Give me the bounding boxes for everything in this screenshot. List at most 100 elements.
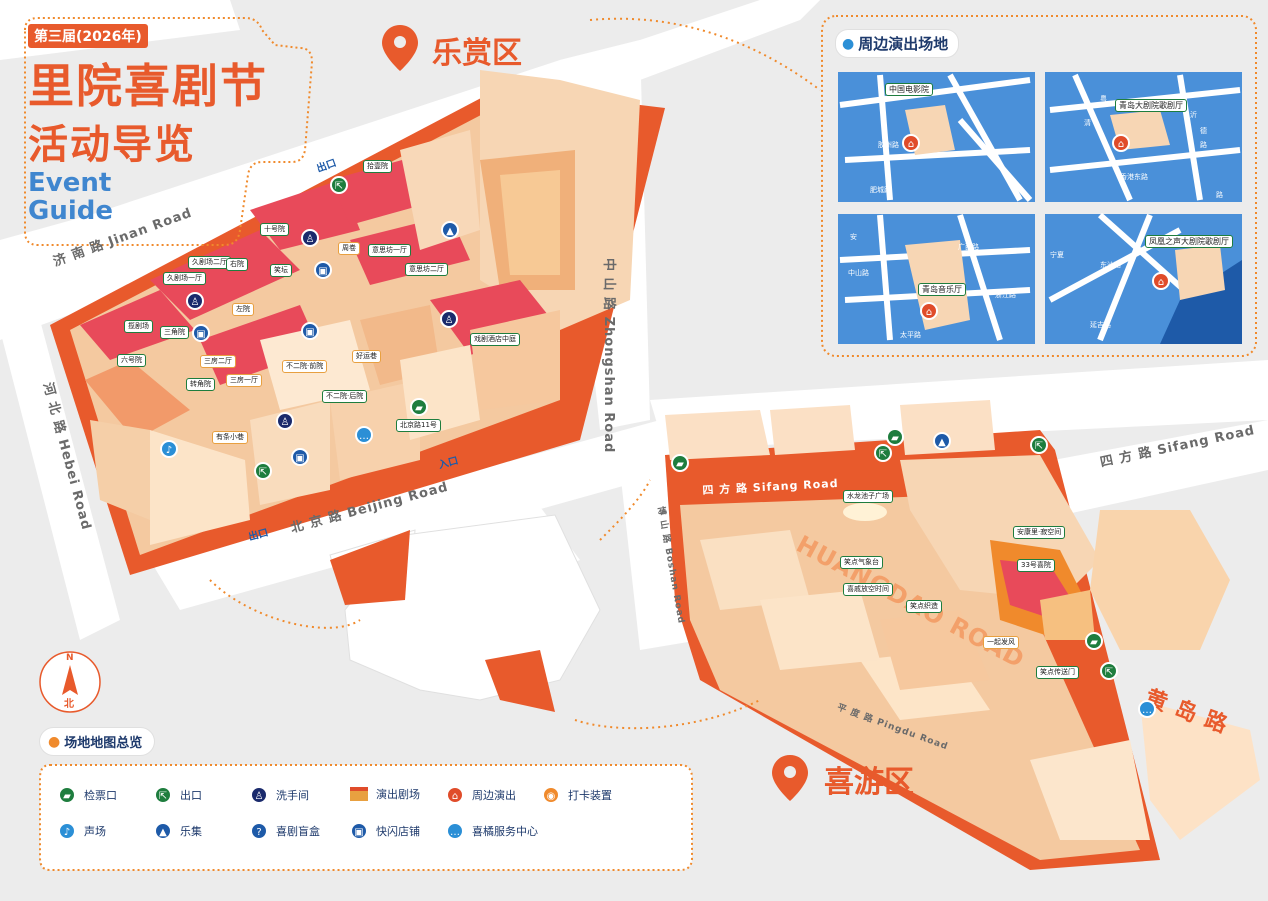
venue-label[interactable]: 不二院·前院 — [282, 360, 328, 373]
venue-label[interactable]: 揽剧场 — [124, 320, 153, 333]
venue-label[interactable]: 33号喜院 — [1017, 559, 1055, 572]
legend-label: 出口 — [180, 789, 202, 802]
nearby-show-icon[interactable]: ⌂ — [920, 302, 938, 320]
venue-label[interactable]: 拾壹院 — [363, 160, 392, 173]
restroom-icon[interactable]: ♙ — [186, 292, 204, 310]
lexiang-zone — [50, 70, 665, 575]
legend-item: ♪ 声场 — [58, 822, 106, 840]
venue-label[interactable]: 六号院 — [117, 354, 146, 367]
red-small-block — [485, 650, 555, 712]
legend-label: 乐集 — [180, 825, 202, 838]
venue-label[interactable]: 有条小巷 — [212, 431, 248, 444]
service-center-icon[interactable]: … — [1138, 700, 1156, 718]
ticket-icon[interactable]: ▰ — [671, 454, 689, 472]
street-label: 太平路 — [900, 331, 921, 339]
venue-label[interactable]: 北京路11号 — [396, 419, 441, 432]
ticket-icon[interactable]: ▰ — [410, 398, 428, 416]
street-label: 清 — [1084, 119, 1091, 127]
venue-label[interactable]: 笑点气象台 — [840, 556, 883, 569]
compass-north-cn: 北 — [64, 699, 74, 710]
nearby-show-icon: ⌂ — [446, 786, 464, 804]
restroom-icon[interactable]: ♙ — [440, 310, 458, 328]
nearby-show-icon[interactable]: ⌂ — [902, 134, 920, 152]
street-label: 德 — [1200, 127, 1207, 135]
lower-block — [329, 514, 601, 701]
legend: ▰ 检票口 ⇱ 出口 ♙ 洗手间 演出剧场 ⌂ 周边演出 ◉ 打卡装置 ♪ 声场… — [58, 786, 678, 856]
page-title: 里院喜剧节 — [28, 59, 268, 113]
venue-label[interactable]: 笑点传送门 — [1036, 666, 1079, 679]
street-label: 浙江路 — [995, 291, 1016, 299]
venue-label[interactable]: 不二院·后院 — [322, 390, 368, 403]
legend-item: ▰ 检票口 — [58, 786, 117, 804]
popup-store-icon[interactable]: ▣ — [291, 448, 309, 466]
event-guide-en-1: Event — [28, 168, 112, 198]
venue-label[interactable]: 左院 — [232, 303, 254, 316]
venue-label[interactable]: 转角院 — [186, 378, 215, 391]
edition-badge: 第三届(2026年) — [28, 24, 148, 48]
tent-icon: ▲ — [154, 822, 172, 840]
venue-label[interactable]: 笑点织造 — [906, 600, 942, 613]
venue-label[interactable]: 喜戚放空时间 — [843, 583, 893, 596]
popup-store-icon[interactable]: ▣ — [192, 324, 210, 342]
legend-label: 快闪店铺 — [376, 825, 420, 838]
legend-item: ⇱ 出口 — [154, 786, 202, 804]
restroom-icon[interactable]: ♙ — [276, 412, 294, 430]
music-icon[interactable]: ♪ — [160, 440, 178, 458]
nearby-venue-label[interactable]: 青岛音乐厅 — [918, 283, 966, 296]
venue-label[interactable]: 三房二厅 — [200, 355, 236, 368]
title-box-outline — [24, 17, 314, 246]
zone-lexiang: 乐赏区 — [432, 36, 522, 71]
legend-label: 声场 — [84, 825, 106, 838]
legend-label: 喜橘服务中心 — [472, 825, 538, 838]
venue-label[interactable]: 三房一厅 — [226, 374, 262, 387]
venue-label[interactable]: 久剧场一厅 — [163, 272, 206, 285]
camera-icon: ◉ — [542, 786, 560, 804]
venue-label[interactable]: 十号院 — [260, 223, 289, 236]
nearby-show-icon[interactable]: ⌂ — [1152, 272, 1170, 290]
ticket-icon[interactable]: ▰ — [886, 428, 904, 446]
venue-label[interactable]: 右院 — [226, 258, 248, 271]
venue-label[interactable]: 一起发风 — [983, 636, 1019, 649]
ticket-icon[interactable]: ▰ — [1085, 632, 1103, 650]
venue-label[interactable]: 安康里·寂空间 — [1013, 526, 1066, 539]
popup-store-icon[interactable]: ▣ — [301, 322, 319, 340]
exit-icon[interactable]: ⇱ — [254, 462, 272, 480]
exit-icon[interactable]: ⇱ — [1030, 436, 1048, 454]
tent-icon[interactable]: ▲ — [441, 221, 459, 239]
exit-icon[interactable]: ⇱ — [1100, 662, 1118, 680]
legend-label: 打卡装置 — [568, 789, 612, 802]
legend-item: 演出剧场 — [350, 786, 420, 802]
street-label: 沂 — [1190, 111, 1197, 119]
venue-label[interactable]: 周卷 — [338, 242, 360, 255]
legend-label: 周边演出 — [472, 789, 516, 802]
nearby-map-tiles — [838, 72, 1242, 344]
walking-path — [209, 17, 821, 730]
venue-label[interactable]: 戏剧酒店中庭 — [470, 333, 520, 346]
lexiang-pin-icon — [382, 25, 418, 71]
nearby-venue-label[interactable]: 中国电影院 — [885, 83, 933, 96]
restroom-icon[interactable]: ♙ — [301, 229, 319, 247]
nearby-venue-label[interactable]: 凤凰之声大剧院歌剧厅 — [1145, 235, 1233, 248]
nearby-show-icon[interactable]: ⌂ — [1112, 134, 1130, 152]
service-center-icon[interactable]: … — [355, 426, 373, 444]
venue-label[interactable]: 久剧场二厅 — [188, 256, 231, 269]
venue-label[interactable]: 好运巷 — [352, 350, 381, 363]
street-label: 香港东路 — [1120, 173, 1148, 181]
venue-label[interactable]: 意思坊二厅 — [405, 263, 448, 276]
nearby-venue-label[interactable]: 青岛大剧院歌剧厅 — [1115, 99, 1187, 112]
venue-label[interactable]: 笑坛 — [270, 264, 292, 277]
service-center-icon: … — [446, 822, 464, 840]
legend-item: … 喜橘服务中心 — [446, 822, 538, 840]
legend-item: ◉ 打卡装置 — [542, 786, 612, 804]
legend-box-outline — [39, 764, 693, 871]
tent-icon[interactable]: ▲ — [933, 432, 951, 450]
exit-icon[interactable]: ⇱ — [330, 176, 348, 194]
street-label: 肥城路 — [870, 186, 891, 194]
venue-label[interactable]: 水龙池子广场 — [843, 490, 893, 503]
legend-item: ♙ 洗手间 — [250, 786, 309, 804]
venue-label[interactable]: 三角院 — [160, 326, 189, 339]
exit-icon[interactable]: ⇱ — [874, 444, 892, 462]
popup-store-icon[interactable]: ▣ — [314, 261, 332, 279]
venue-label[interactable]: 意思坊一厅 — [368, 244, 411, 257]
